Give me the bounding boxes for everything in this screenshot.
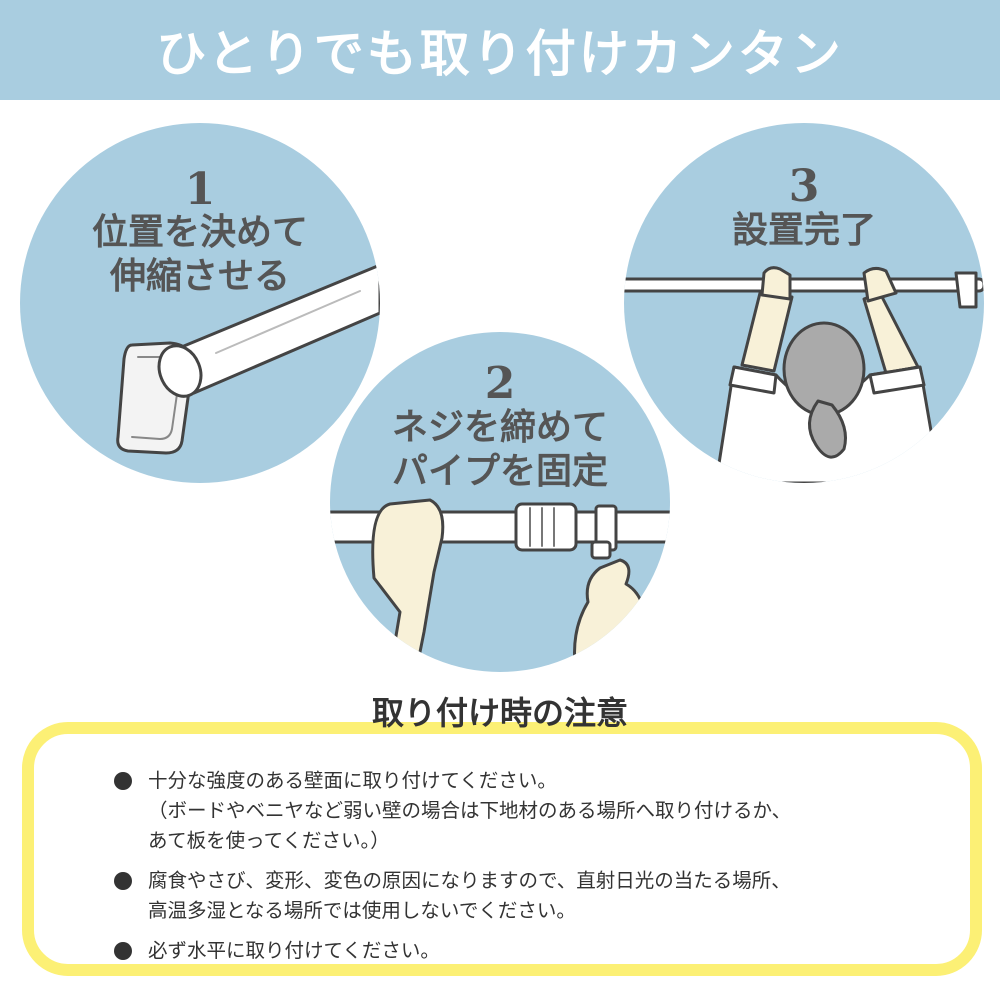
notice-item: 十分な強度のある壁面に取り付けてください。 （ボードやベニヤなど弱い壁の場合は下… <box>114 766 791 856</box>
notice-item-1-line-1: 十分な強度のある壁面に取り付けてください。 <box>148 769 557 792</box>
notice-item-1-line-3: あて板を使ってください。） <box>148 829 390 852</box>
notice-item-3-line-1: 必ず水平に取り付けてください。 <box>148 939 440 962</box>
step-1-number: 1 <box>184 164 216 215</box>
notice-item-2-line-2: 高温多湿となる場所では使用しないでください。 <box>148 899 576 922</box>
hands-tightening-screw-illustration <box>330 498 670 672</box>
notice-title: 取り付け時の注意 <box>371 694 628 732</box>
notice-item: 腐食やさび、変形、変色の原因になりますので、直射日光の当たる場所、 高温多湿とな… <box>114 866 791 926</box>
notice-list: 十分な強度のある壁面に取り付けてください。 （ボードやベニヤなど弱い壁の場合は下… <box>114 766 791 976</box>
bullet-icon <box>114 772 132 790</box>
step-3-circle: 3 設置完了 <box>624 123 984 483</box>
bullet-icon <box>114 872 132 890</box>
step-1-label-line-2: 伸縮させる <box>109 256 290 297</box>
notice-box: 十分な強度のある壁面に取り付けてください。 （ボードやベニヤなど弱い壁の場合は下… <box>22 722 982 976</box>
page-title: ひとりでも取り付けカンタン <box>156 25 844 83</box>
step-1-label-line-1: 位置を決めて <box>91 212 308 253</box>
step-2-number: 2 <box>484 358 516 409</box>
wall-bracket-pole-illustration <box>116 263 380 455</box>
step-2-circle: 2 ネジを締めて パイプを固定 <box>330 332 670 672</box>
step-2-label-line-2: パイプを固定 <box>391 451 608 492</box>
header-banner: ひとりでも取り付けカンタン <box>0 0 1000 100</box>
notice-item: 必ず水平に取り付けてください。 <box>114 936 791 966</box>
notice-item-1-line-2: （ボードやベニヤなど弱い壁の場合は下地材のある場所へ取り付けるか、 <box>148 799 792 822</box>
woman-holding-bar-illustration <box>624 266 984 483</box>
step-3-number: 3 <box>788 161 820 212</box>
notice-item-2-line-1: 腐食やさび、変形、変色の原因になりますので、直射日光の当たる場所、 <box>148 869 791 892</box>
step-2-label-line-1: ネジを締めて <box>391 407 608 448</box>
bullet-icon <box>114 942 132 960</box>
step-1-circle: 1 位置を決めて 伸縮させる <box>20 123 380 483</box>
step-3-label: 設置完了 <box>731 210 876 251</box>
